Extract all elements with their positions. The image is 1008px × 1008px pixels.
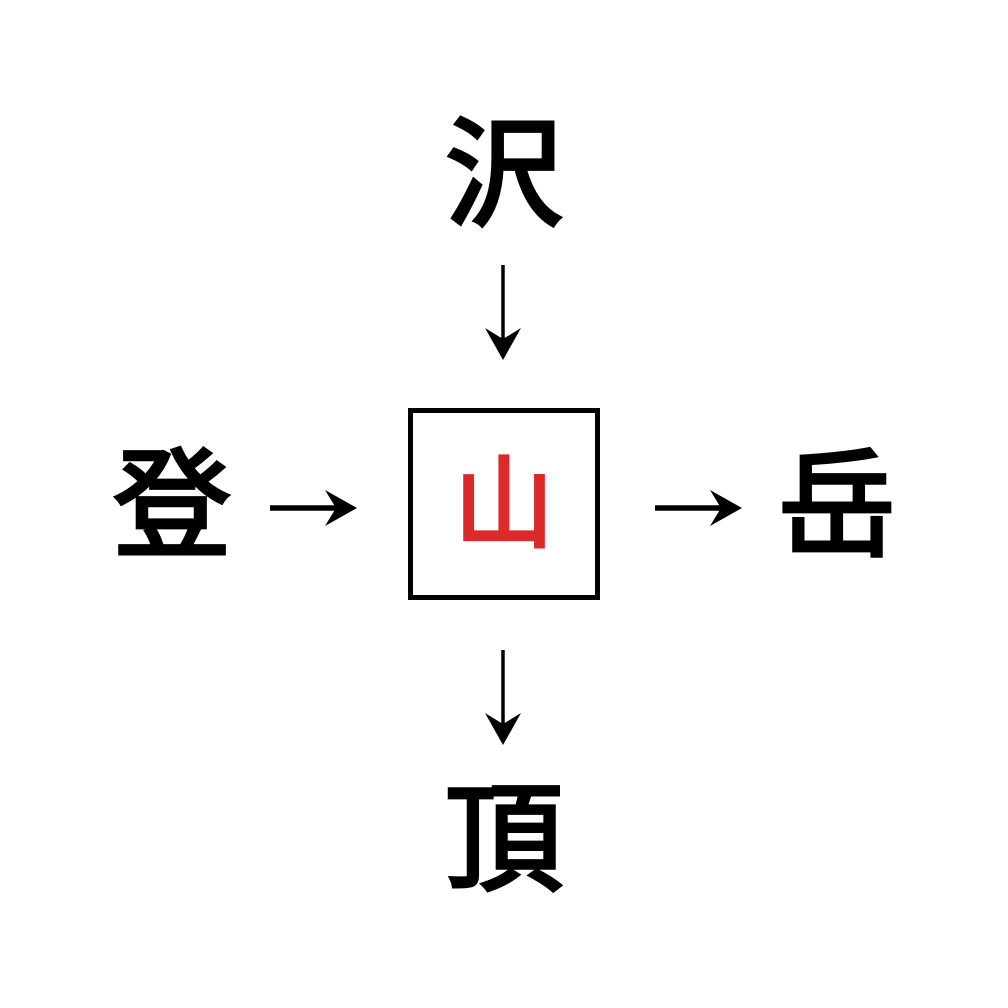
kanji-node-bottom: 頂 (444, 771, 563, 909)
arrow-down-center-to-bottom (468, 650, 538, 746)
arrow-down-top-to-center (468, 265, 538, 361)
kanji-node-top: 沢 (444, 106, 563, 244)
arrow-right-center-to-right (647, 478, 747, 538)
kanji-node-center: 山 (454, 446, 554, 563)
center-kanji-box: 山 (408, 408, 600, 600)
kanji-node-left: 登 (112, 437, 231, 575)
arrow-right-left-to-center (262, 478, 362, 538)
kanji-node-right: 岳 (777, 437, 896, 575)
